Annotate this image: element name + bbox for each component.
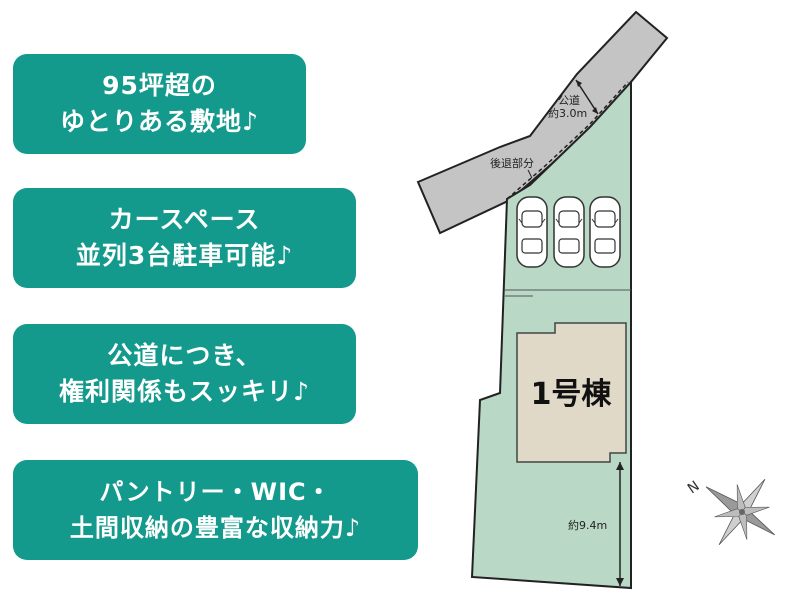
setback-line bbox=[506, 81, 629, 200]
car-icon bbox=[516, 196, 548, 268]
feature-badge-lot-size: 95坪超の ゆとりある敷地♪ bbox=[13, 54, 306, 154]
arrow-head-icon bbox=[592, 107, 598, 114]
feature-text-line1: カースペース bbox=[108, 205, 261, 234]
feature-text-line2: ゆとりある敷地♪ bbox=[60, 107, 259, 136]
arrow-head-icon bbox=[576, 80, 582, 87]
road-label: 公道 bbox=[558, 93, 580, 107]
depth-label: 約9.4m bbox=[568, 518, 607, 532]
feature-badge-parking: カースペース 並列3台駐車可能♪ bbox=[13, 188, 356, 288]
arrow-head-icon bbox=[616, 462, 624, 470]
feature-text-line1: 公道につき、 bbox=[107, 341, 262, 370]
compass-north-label: N bbox=[685, 478, 703, 497]
feature-text-line2: 並列3台駐車可能♪ bbox=[75, 241, 294, 270]
road-width-dimension bbox=[575, 79, 599, 115]
compass-icon bbox=[705, 478, 776, 546]
arrow-head-icon bbox=[616, 578, 624, 586]
car-icon bbox=[553, 196, 585, 268]
building-footprint bbox=[516, 322, 627, 463]
setback-leader bbox=[527, 169, 533, 179]
car-icon bbox=[589, 196, 621, 268]
setback-label: 後退部分 bbox=[490, 156, 534, 170]
feature-badge-storage: パントリー・WIC・ 土間収納の豊富な収納力♪ bbox=[13, 460, 418, 560]
feature-badge-public-road: 公道につき、 権利関係もスッキリ♪ bbox=[13, 324, 356, 424]
feature-text-line1: パントリー・WIC・ bbox=[99, 478, 332, 506]
feature-text-line2: 権利関係もスッキリ♪ bbox=[59, 377, 310, 406]
public-road bbox=[416, 10, 669, 235]
road-width-label: 約3.0m bbox=[548, 106, 587, 120]
building-label: 1号棟 bbox=[531, 377, 613, 412]
feature-text-line1: 95坪超の bbox=[102, 71, 217, 100]
feature-text-line2: 土間収納の豊富な収納力♪ bbox=[69, 514, 362, 542]
